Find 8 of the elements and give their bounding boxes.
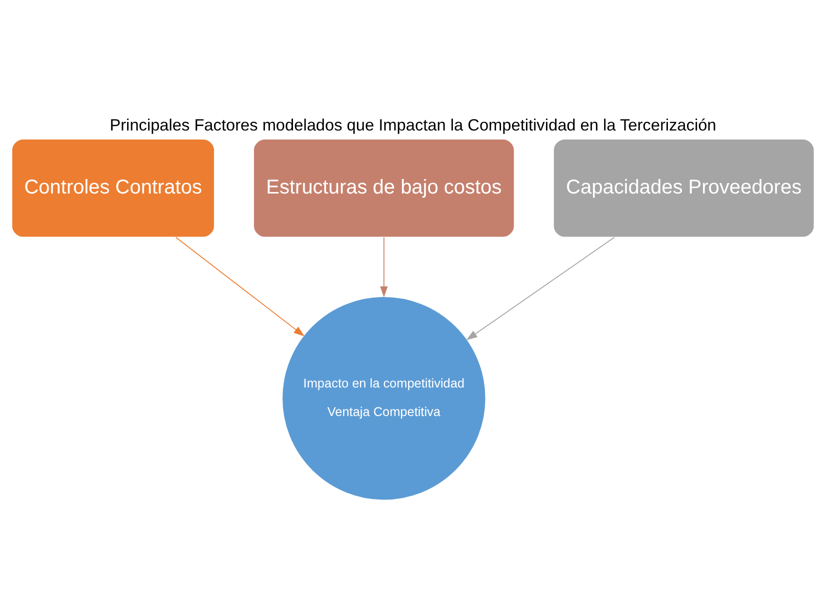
node-box: Controles Contratos <box>11 138 215 238</box>
diagram-title: Principales Factores modelados que Impactan la Competitividad en la Tercerización <box>110 116 716 134</box>
node-box: Capacidades Proveedores <box>552 138 815 238</box>
arrow <box>466 236 615 340</box>
arrow <box>380 236 388 298</box>
node-circle: Impacto en la competitividad Ventaja Competitiva <box>282 296 486 501</box>
arrow <box>175 236 305 336</box>
node-box: Estructuras de bajo costos <box>253 138 515 238</box>
